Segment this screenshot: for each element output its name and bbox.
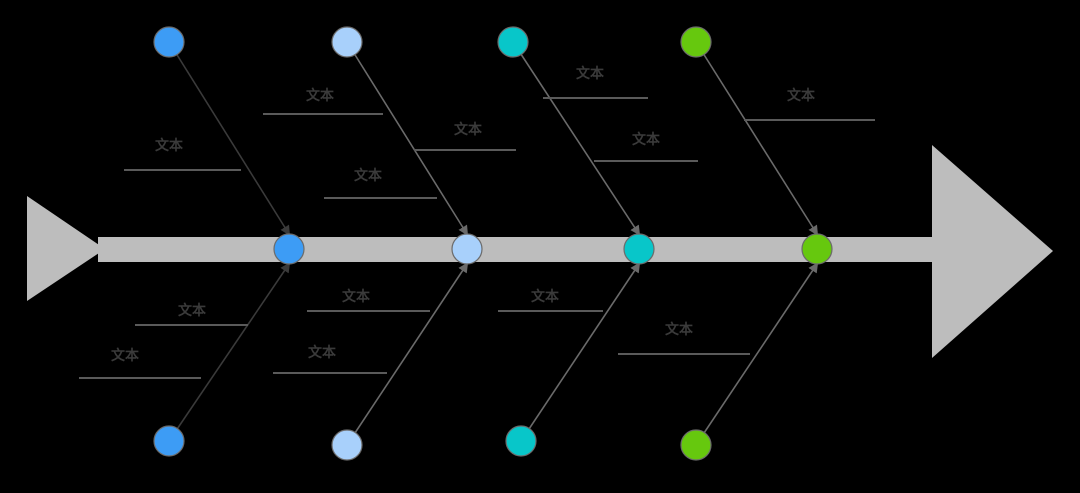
label-text: 文本 (342, 288, 371, 305)
label-branch: 文本 (594, 131, 698, 162)
bones (168, 41, 819, 446)
label-branch: 文本 (543, 65, 648, 99)
category-node-top (331, 26, 363, 58)
bone-upper-3 (512, 41, 641, 236)
upper-labels: 文本 文本 文本 文本 文本 文本 文本 (124, 65, 875, 199)
spine-node (801, 233, 833, 265)
label-text: 文本 (155, 137, 184, 154)
label-text: 文本 (787, 87, 816, 104)
fish-tail (27, 196, 105, 301)
category-node-top (153, 26, 185, 58)
nodes (153, 26, 833, 461)
lower-labels: 文本 文本 文本 文本 文本 文本 (79, 288, 750, 379)
bone-upper-2 (346, 41, 469, 236)
label-branch: 文本 (124, 137, 241, 171)
label-text: 文本 (111, 347, 140, 364)
spine-node (623, 233, 655, 265)
label-branch: 文本 (744, 87, 875, 121)
label-branch: 文本 (307, 288, 430, 312)
label-branch: 文本 (79, 347, 201, 379)
label-text: 文本 (308, 344, 337, 361)
bone-lower-3 (520, 262, 641, 442)
bone-lower-4 (695, 262, 819, 446)
label-text: 文本 (306, 87, 335, 104)
fish-head (932, 145, 1053, 358)
fish-spine (27, 145, 1053, 358)
label-branch: 文本 (618, 321, 750, 355)
category-node-top (497, 26, 529, 58)
label-text: 文本 (576, 65, 605, 82)
category-node-bottom (505, 425, 537, 457)
spine-node (451, 233, 483, 265)
category-node-top (680, 26, 712, 58)
bone-upper-1 (168, 41, 291, 236)
bone-upper-4 (695, 41, 819, 236)
label-branch: 文本 (273, 344, 387, 374)
label-text: 文本 (354, 167, 383, 184)
label-branch: 文本 (498, 288, 603, 312)
label-text: 文本 (632, 131, 661, 148)
label-text: 文本 (454, 121, 483, 138)
bone-lower-1 (168, 262, 291, 442)
spine-node (273, 233, 305, 265)
label-text: 文本 (665, 321, 694, 338)
bone-lower-2 (346, 262, 469, 446)
label-text: 文本 (531, 288, 560, 305)
label-branch: 文本 (135, 302, 248, 326)
label-branch: 文本 (324, 167, 437, 199)
category-node-bottom (331, 429, 363, 461)
label-text: 文本 (178, 302, 207, 319)
label-branch: 文本 (263, 87, 383, 115)
spine-bar (98, 237, 936, 262)
label-branch: 文本 (414, 121, 516, 151)
category-node-bottom (153, 425, 185, 457)
category-node-bottom (680, 429, 712, 461)
